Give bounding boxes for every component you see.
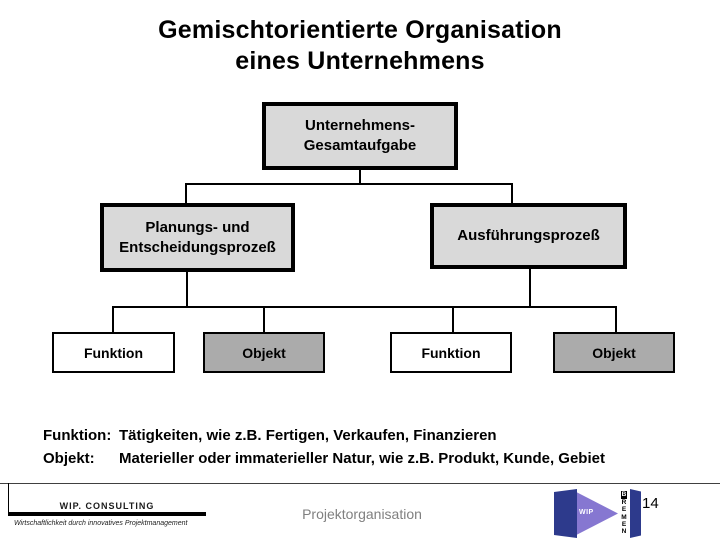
node-funktion-2: Funktion	[390, 332, 512, 373]
legend-term-objekt: Objekt:	[43, 450, 95, 467]
legend-definition-funktion: Tätigkeiten, wie z.B. Fertigen, Verkaufe…	[119, 427, 497, 444]
node-funktion-1-label: Funktion	[83, 344, 144, 361]
connector-level3-horizontal	[112, 306, 617, 308]
logo-wip-text: WIP	[579, 509, 594, 516]
node-execution-label: Ausführungsprozeß	[457, 227, 600, 244]
node-ausfuehrungsprozess: Ausführungsprozeß	[430, 203, 627, 269]
logo-letter-m: M	[621, 513, 627, 521]
node-objekt-2-label: Objekt	[592, 344, 636, 361]
connector-execution-drop	[529, 269, 531, 306]
legend-term-funktion: Funktion:	[43, 427, 112, 444]
logo-book-cover-icon	[554, 489, 577, 538]
connector-level2-horizontal	[185, 183, 513, 185]
connector-to-funktion-1	[112, 306, 114, 332]
node-objekt-1-label: Objekt	[242, 344, 286, 361]
footer-section-title: Projektorganisation	[302, 506, 422, 522]
legend: Funktion: Tätigkeiten, wie z.B. Fertigen…	[43, 424, 605, 470]
node-funktion-1: Funktion	[52, 332, 175, 373]
node-funktion-2-label: Funktion	[421, 344, 481, 361]
slide-title-line2: eines Unternehmens	[235, 47, 485, 75]
node-root-unternehmens-gesamtaufgabe: Unternehmens- Gesamtaufgabe	[262, 102, 458, 170]
node-planungs-entscheidungsprozess: Planungs- und Entscheidungsprozeß	[100, 203, 295, 272]
connector-to-objekt-1	[263, 306, 265, 332]
connector-to-funktion-2	[452, 306, 454, 332]
footer-divider-line	[0, 483, 720, 484]
node-root-label-line1: Unternehmens-	[304, 117, 416, 134]
connector-to-execution	[511, 183, 513, 203]
legend-row-funktion: Funktion: Tätigkeiten, wie z.B. Fertigen…	[43, 424, 605, 447]
footer-company-tagline: Wirtschaftlichkeit durch innovatives Pro…	[14, 520, 188, 527]
logo-bremen-letters: B R E M E N	[618, 490, 630, 537]
connector-root-drop	[359, 170, 361, 183]
connector-to-planning	[185, 183, 187, 203]
footer-company-underline	[8, 512, 206, 516]
node-objekt-1: Objekt	[203, 332, 325, 373]
logo-letter-r: R	[621, 498, 627, 506]
node-planning-label-line1: Planungs- und	[145, 218, 250, 236]
node-objekt-2: Objekt	[553, 332, 675, 373]
connector-planning-drop	[186, 272, 188, 306]
logo-letter-b: B	[620, 491, 628, 499]
footer-company-name: WIP. CONSULTING	[59, 501, 155, 511]
logo-letter-e1: E	[621, 506, 627, 514]
slide-title: Gemischtorientierte Organisation eines U…	[0, 15, 720, 77]
legend-definition-objekt: Materieller oder immaterieller Natur, wi…	[119, 450, 605, 467]
connector-to-objekt-2	[615, 306, 617, 332]
logo-letter-n: N	[621, 528, 627, 536]
logo-book-spine-icon	[630, 489, 641, 538]
legend-row-objekt: Objekt: Materieller oder immaterieller N…	[43, 447, 605, 470]
page-number: 14	[642, 495, 659, 512]
wip-bremen-logo: WIP B R E M E N	[554, 489, 642, 538]
footer-left-edge-line	[8, 483, 9, 513]
logo-letter-e2: E	[621, 520, 627, 528]
slide-title-line1: Gemischtorientierte Organisation	[158, 16, 562, 44]
logo-arrow-panel: WIP	[577, 490, 618, 537]
node-root-label-line2: Gesamtaufgabe	[303, 137, 417, 154]
node-planning-label-line2: Entscheidungsprozeß	[119, 238, 276, 256]
